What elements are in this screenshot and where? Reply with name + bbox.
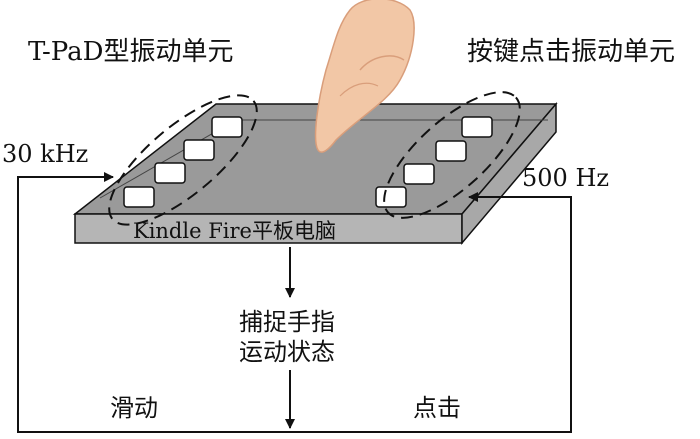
tablet-side-edge	[461, 101, 557, 246]
click-dashed-outline	[383, 91, 521, 219]
click-key	[375, 186, 407, 208]
capture-label-line1: 捕捉手指	[239, 308, 335, 336]
freq-left-label: 30 kHz	[2, 140, 88, 168]
tpad-key	[183, 139, 215, 161]
tpad-dashed-outline	[108, 94, 258, 226]
right-loop-line	[290, 192, 572, 433]
device-label: Kindle Fire平板电脑	[133, 219, 336, 243]
pointing-hand-icon	[314, 0, 415, 153]
slide-label: 滑动	[110, 394, 158, 422]
key-unit-label: 按键点击振动单元	[467, 37, 675, 67]
click-keys	[375, 116, 493, 208]
left-loop-line	[17, 172, 290, 433]
tpad-unit-label: T-PaD型振动单元	[28, 37, 233, 67]
click-key	[403, 163, 435, 185]
signal-paths	[17, 172, 572, 433]
tpad-key	[211, 116, 243, 138]
tablet	[72, 101, 558, 246]
click-key	[461, 116, 493, 138]
freq-right-label: 500 Hz	[522, 164, 609, 192]
capture-label-line2: 运动状态	[239, 338, 335, 366]
click-key	[435, 140, 467, 162]
tpad-key	[154, 162, 186, 184]
tpad-key	[123, 186, 155, 208]
tpad-keys	[123, 116, 243, 208]
click-label: 点击	[413, 394, 461, 422]
